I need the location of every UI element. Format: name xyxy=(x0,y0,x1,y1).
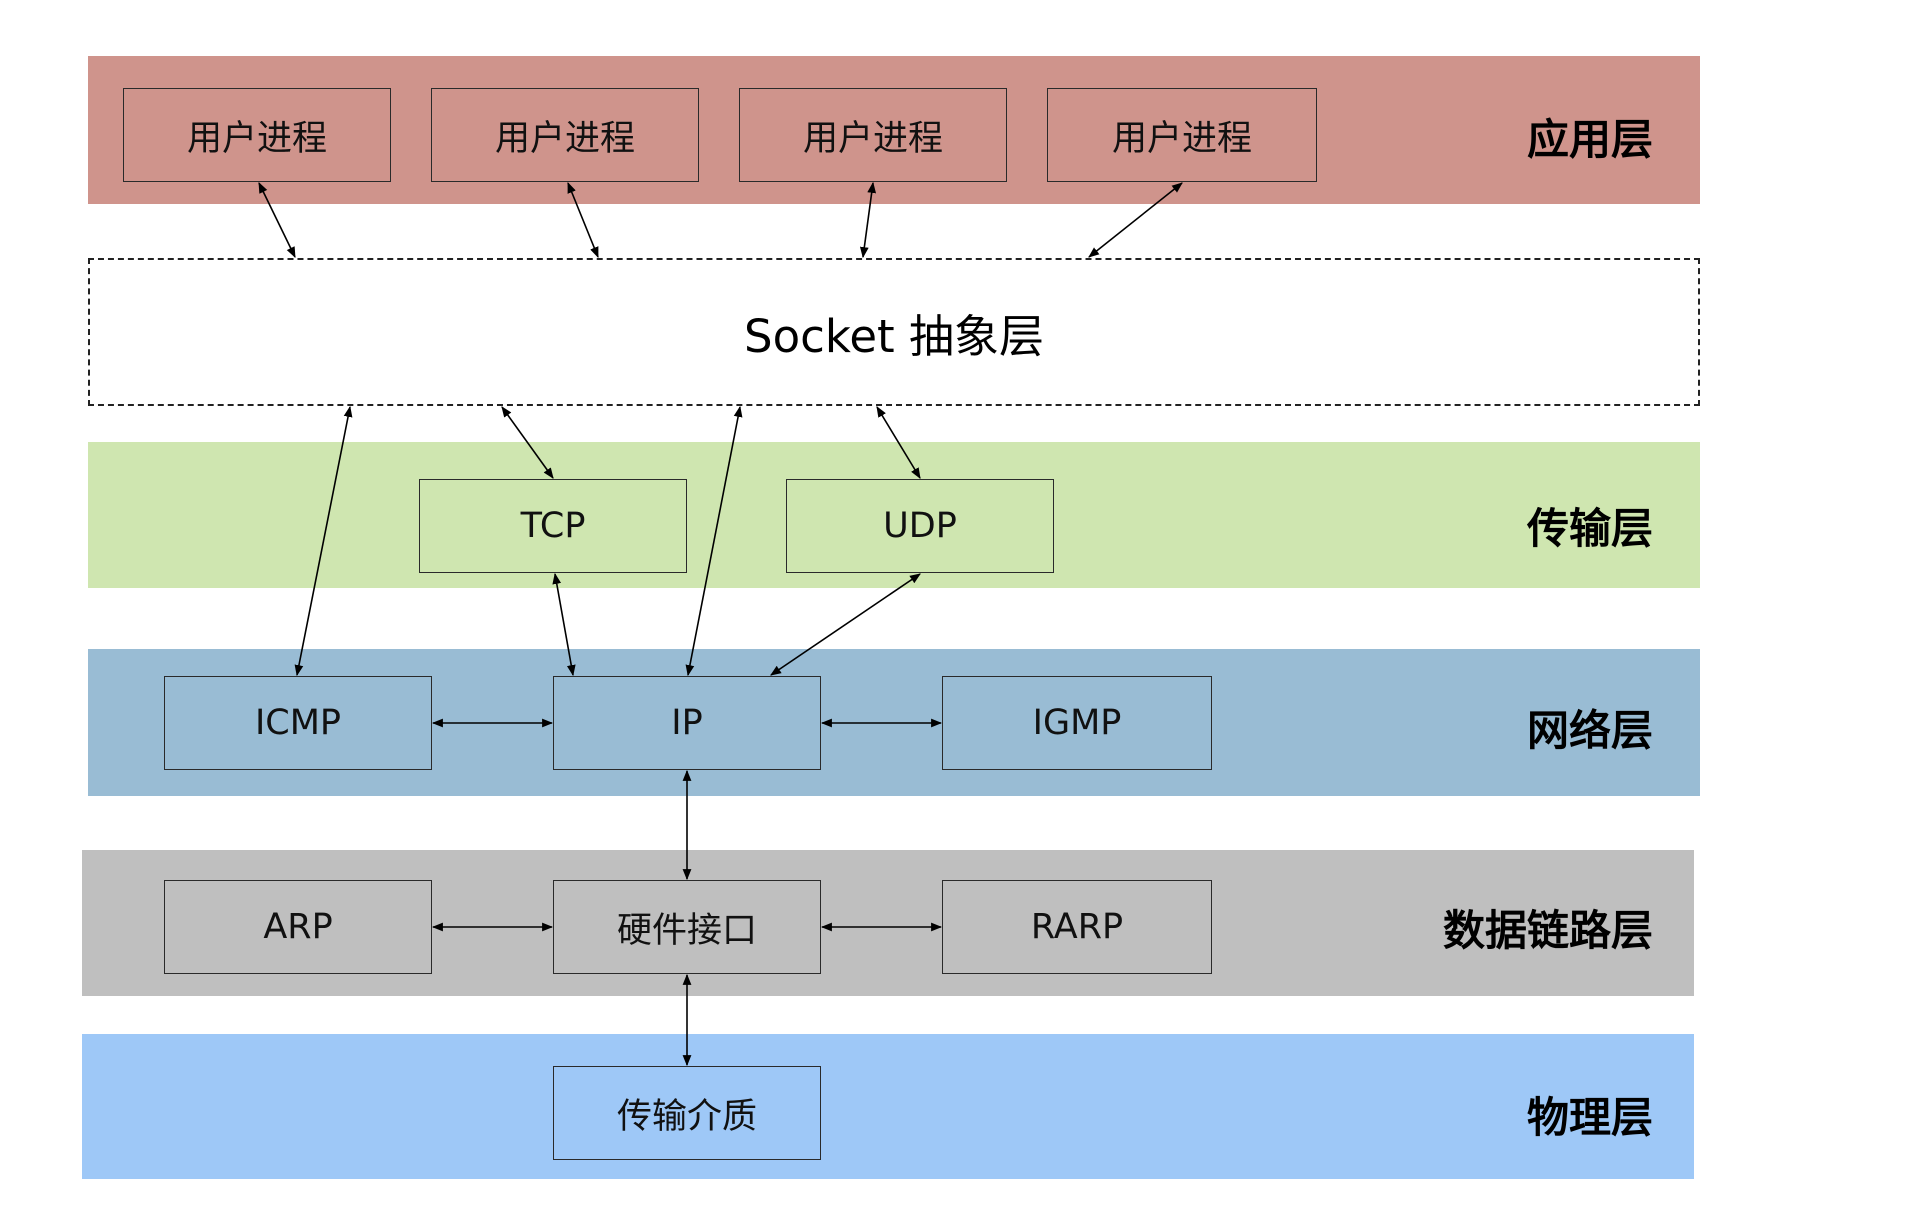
arrow-socket-tcp xyxy=(501,406,554,479)
physical-layer-label: 物理层 xyxy=(1526,1093,1653,1142)
rarp-node: RARP xyxy=(942,880,1212,974)
arp-node: ARP xyxy=(164,880,432,974)
arrow-socket-icmp xyxy=(294,405,353,677)
icmp-node: ICMP xyxy=(164,676,432,770)
physical-layer-band xyxy=(82,1034,1694,1179)
arrow-tcp-ip xyxy=(552,572,576,677)
transmission-medium-node: 传输介质 xyxy=(553,1066,821,1160)
arrow-proc3-socket xyxy=(859,181,877,259)
network-layer-label: 网络层 xyxy=(1526,706,1653,755)
socket-label: Socket 抽象层 xyxy=(744,309,1044,363)
user-process-4: 用户进程 xyxy=(1047,88,1317,182)
arrow-proc1-socket xyxy=(258,182,296,258)
user-process-2: 用户进程 xyxy=(431,88,699,182)
udp-node: UDP xyxy=(786,479,1054,573)
arrow-socket-udp xyxy=(876,406,921,479)
transport-layer-label: 传输层 xyxy=(1526,504,1653,553)
application-layer-label: 应用层 xyxy=(1526,115,1653,164)
socket-abstraction-layer: Socket 抽象层 xyxy=(88,258,1700,406)
arrow-socket-ip xyxy=(685,405,743,677)
hardware-interface-node: 硬件接口 xyxy=(553,880,821,974)
arrow-proc2-socket xyxy=(567,181,599,259)
datalink-layer-label: 数据链路层 xyxy=(1442,906,1653,955)
user-process-1: 用户进程 xyxy=(123,88,391,182)
igmp-node: IGMP xyxy=(942,676,1212,770)
arrow-udp-ip xyxy=(770,573,921,676)
arrow-proc4-socket xyxy=(1088,182,1183,258)
user-process-3: 用户进程 xyxy=(739,88,1007,182)
ip-node: IP xyxy=(553,676,821,770)
